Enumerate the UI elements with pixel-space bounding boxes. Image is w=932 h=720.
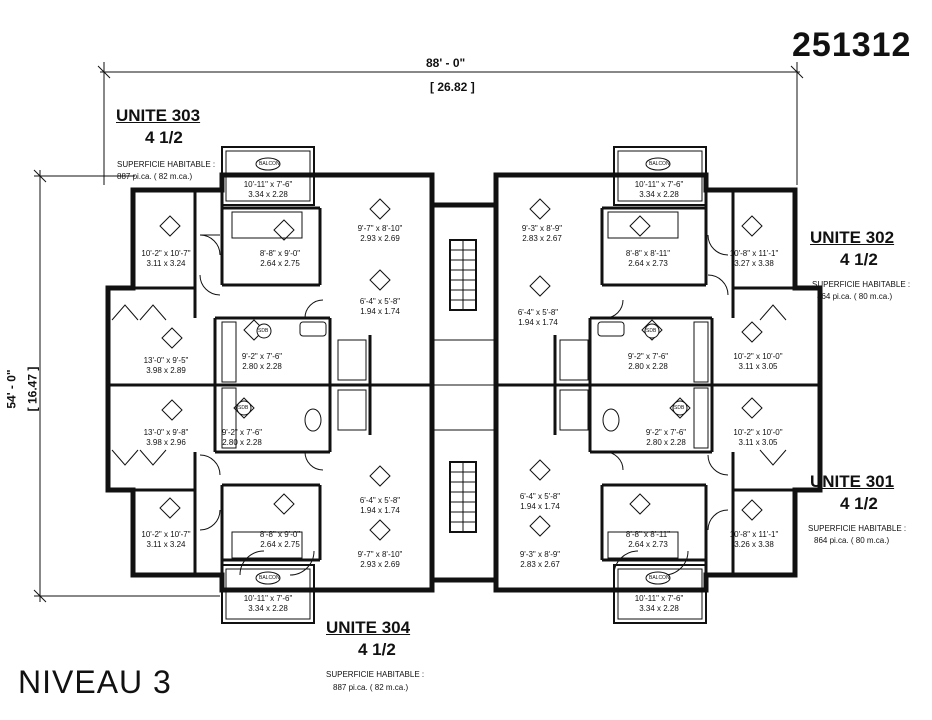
unit-301-area: 864 pi.ca. ( 80 m.ca.) bbox=[814, 536, 890, 545]
unit-304-type: 4 1/2 bbox=[358, 640, 396, 659]
room-dimension: 9'-3" x 8'-9"2.83 x 2.67 bbox=[521, 224, 563, 243]
balcony-tag: BALCON bbox=[259, 161, 280, 167]
room-dimension: 10'-2" x 10'-7"3.11 x 3.24 bbox=[141, 249, 191, 268]
room-dimension: 10'-2" x 10'-0"3.11 x 3.05 bbox=[733, 352, 783, 371]
room-dimension: 6'-4" x 5'-8"1.94 x 1.74 bbox=[517, 308, 559, 327]
unit-302-type: 4 1/2 bbox=[840, 250, 878, 269]
room-dimension: 6'-4" x 5'-8"1.94 x 1.74 bbox=[519, 492, 561, 511]
room-dimension: 9'-7" x 8'-10"2.93 x 2.69 bbox=[357, 550, 403, 569]
balcony-tag: BALCON bbox=[259, 575, 280, 581]
unit-304-name: UNITE 304 bbox=[326, 618, 411, 637]
overall-width-imperial: 88' - 0" bbox=[426, 56, 466, 70]
sdb-tag: SDB bbox=[646, 328, 657, 334]
unit-303-area-label: SUPERFICIE HABITABLE : bbox=[117, 160, 216, 169]
unit-304-area: 887 pi.ca. ( 82 m.ca.) bbox=[333, 683, 409, 692]
room-dimension: 6'-4" x 5'-8"1.94 x 1.74 bbox=[359, 297, 401, 316]
unit-302-name: UNITE 302 bbox=[810, 228, 895, 247]
balcony-tag: BALCON bbox=[649, 575, 670, 581]
unit-302-area: 864 pi.ca. ( 80 m.ca.) bbox=[817, 292, 893, 301]
room-dimension: 8'-8" x 9'-0"2.64 x 2.75 bbox=[259, 249, 301, 268]
overall-depth-imperial: 54' - 0" bbox=[4, 369, 19, 409]
overall-depth-metric: [ 16.47 ] bbox=[25, 366, 40, 412]
room-dimension: 9'-3" x 8'-9"2.83 x 2.67 bbox=[519, 550, 561, 569]
unit-302-area-label: SUPERFICIE HABITABLE : bbox=[812, 280, 911, 289]
room-dimension: 9'-2" x 7'-6"2.80 x 2.28 bbox=[221, 428, 263, 447]
room-dimension: 10'-2" x 10'-0"3.11 x 3.05 bbox=[733, 428, 783, 447]
sdb-tag: SDB bbox=[258, 328, 269, 334]
unit-301-name: UNITE 301 bbox=[810, 472, 895, 491]
room-dimension: 8'-8" x 8'-11"2.64 x 2.73 bbox=[625, 530, 671, 549]
room-dimension: 10'-2" x 10'-7"3.11 x 3.24 bbox=[141, 530, 191, 549]
room-dimension: 13'-0" x 9'-8"3.98 x 2.96 bbox=[143, 428, 189, 447]
room-dimension: 9'-2" x 7'-6"2.80 x 2.28 bbox=[241, 352, 283, 371]
tag-diamond bbox=[159, 215, 181, 237]
balcony-303 bbox=[221, 146, 315, 206]
unit-303-name: UNITE 303 bbox=[116, 106, 201, 125]
room-dimension: 10'-11" x 7'-6"3.34 x 2.28 bbox=[634, 594, 684, 613]
unit-301-type: 4 1/2 bbox=[840, 494, 878, 513]
unit-303-area: 887 pi.ca. ( 82 m.ca.) bbox=[117, 172, 193, 181]
room-dimension: 8'-8" x 8'-11"2.64 x 2.73 bbox=[625, 249, 671, 268]
room-dimension: 6'-4" x 5'-8"1.94 x 1.74 bbox=[359, 496, 401, 515]
room-dimension: 10'-11" x 7'-6"3.34 x 2.28 bbox=[634, 180, 684, 199]
room-dimension: 13'-0" x 9'-5"3.98 x 2.89 bbox=[143, 356, 189, 375]
balcony-302 bbox=[613, 146, 707, 206]
room-dimension: 9'-7" x 8'-10"2.93 x 2.69 bbox=[357, 224, 403, 243]
room-dimension: 10'-8" x 11'-1"3.27 x 3.38 bbox=[729, 249, 779, 268]
balcony-301 bbox=[613, 564, 707, 624]
room-dimension: 10'-11" x 7'-6"3.34 x 2.28 bbox=[243, 594, 293, 613]
sdb-tag: SDB bbox=[674, 405, 685, 411]
room-dimension: 10'-8" x 11'-1"3.26 x 3.38 bbox=[729, 530, 779, 549]
room-dimension: 10'-11" x 7'-6"3.34 x 2.28 bbox=[243, 180, 293, 199]
project-number: 251312 bbox=[792, 26, 912, 64]
stair-core-wall bbox=[432, 202, 496, 583]
unit-303-type: 4 1/2 bbox=[145, 128, 183, 147]
unit-301-area-label: SUPERFICIE HABITABLE : bbox=[808, 524, 907, 533]
unit-304-area-label: SUPERFICIE HABITABLE : bbox=[326, 670, 425, 679]
balcony-304 bbox=[221, 564, 315, 624]
sdb-tag: SDB bbox=[238, 405, 249, 411]
room-dimension: 9'-2" x 7'-6"2.80 x 2.28 bbox=[627, 352, 669, 371]
room-dimension: 9'-2" x 7'-6"2.80 x 2.28 bbox=[645, 428, 687, 447]
balcony-tag: BALCON bbox=[649, 161, 670, 167]
overall-width-metric: [ 26.82 ] bbox=[430, 80, 475, 94]
level-title: NIVEAU 3 bbox=[18, 664, 172, 700]
room-dimension: 8'-8" x 9'-0"2.64 x 2.75 bbox=[259, 530, 301, 549]
